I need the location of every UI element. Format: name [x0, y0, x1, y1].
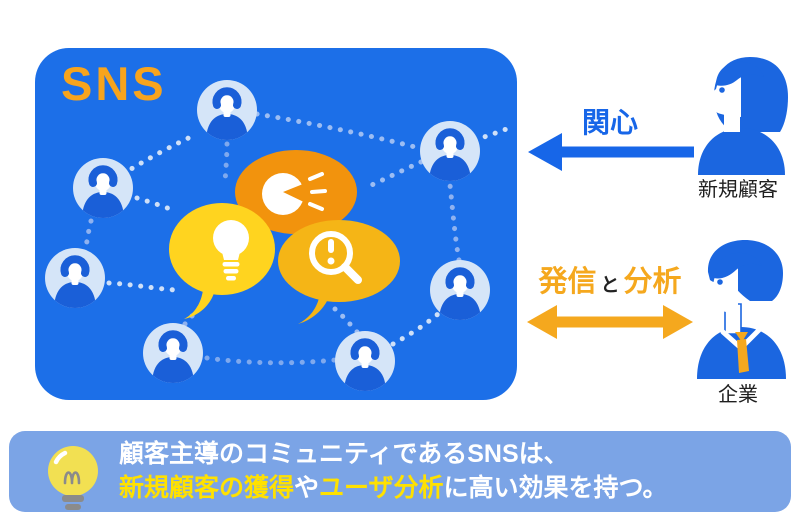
new-customer-figure — [698, 57, 788, 175]
double-arrow-icon — [527, 305, 693, 339]
user-avatar-icon — [430, 260, 490, 322]
company-label: 企業 — [718, 384, 758, 406]
and-label: と — [600, 274, 620, 296]
user-avatar-icon — [143, 323, 203, 385]
summary-banner: 顧客主導のコミュニティであるSNSは、 新規顧客の獲得やユーザ分析に高い効果を持… — [9, 431, 791, 512]
banner-line2: 新規顧客の獲得やユーザ分析に高い効果を持つ。 — [119, 471, 668, 505]
user-avatar-icon — [45, 248, 105, 310]
tie — [737, 339, 749, 373]
send-label: 発信 — [538, 266, 597, 298]
banner-connector: や — [294, 474, 320, 502]
tie — [735, 332, 748, 342]
user-avatar-icon — [73, 158, 133, 220]
eye-dot — [719, 87, 725, 93]
user-avatar-icon — [197, 80, 257, 142]
company-figure — [697, 240, 786, 379]
new-customer-label: 新規顧客 — [698, 179, 778, 201]
search-alert-speech-bubble-icon — [278, 220, 400, 324]
user-avatar-icon — [335, 331, 395, 393]
user-avatar-icon — [420, 121, 480, 183]
banner-text: 顧客主導のコミュニティであるSNSは、 新規顧客の獲得やユーザ分析に高い効果を持… — [119, 437, 668, 505]
highlight-new-customer-acquisition: 新規顧客の獲得 — [119, 474, 295, 502]
sns-community-box: SNS — [35, 48, 517, 400]
banner-line2-rest: に高い効果を持つ。 — [443, 474, 668, 502]
left-arrow-icon — [528, 133, 694, 171]
banner-line1: 顧客主導のコミュニティであるSNSは、 — [119, 440, 569, 468]
interest-label: 関心 — [581, 107, 638, 138]
send-analyze-label: 発信 と 分析 — [520, 258, 700, 300]
eye-dot — [717, 279, 723, 285]
analyze-label: 分析 — [623, 266, 682, 298]
sns-network-graphic — [35, 48, 512, 400]
sns-box-title: SNS — [61, 57, 167, 110]
highlight-user-analysis: ユーザ分析 — [319, 474, 444, 502]
lightbulb-speech-bubble-icon — [169, 203, 275, 319]
lightbulb-icon — [48, 446, 98, 510]
